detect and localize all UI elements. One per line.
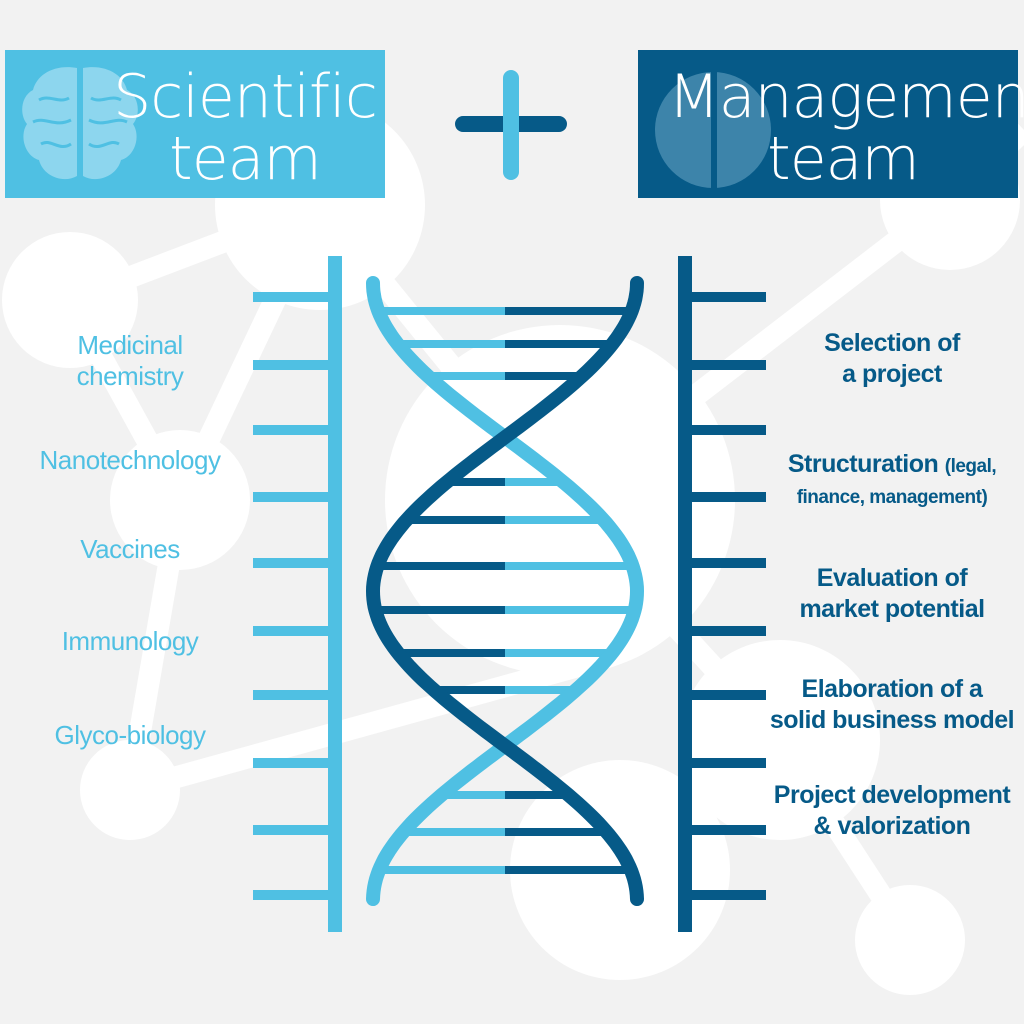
right-item-line: Structuration (legal, xyxy=(752,449,1024,482)
left-item-immunology: Immunology xyxy=(10,626,250,657)
right-ladder-rung xyxy=(686,558,766,568)
right-item-line: a project xyxy=(842,360,942,388)
management-team-header: Management team xyxy=(638,50,1024,198)
left-item-line: Nanotechnology xyxy=(39,445,221,475)
dna-base-pair-right xyxy=(505,516,604,524)
scientific-team-title: Scientific team xyxy=(105,66,385,190)
dna-base-pair-left xyxy=(427,372,505,380)
left-ladder-rung xyxy=(253,558,333,568)
scientific-team-header: Scientific team xyxy=(5,50,385,198)
right-item-elaboration: Elaboration of a solid business model xyxy=(752,674,1024,736)
dna-base-pair-left xyxy=(446,478,505,486)
left-item-line: chemistry xyxy=(76,361,184,391)
leaf-icon xyxy=(648,60,778,190)
structuration-main: Structuration xyxy=(787,450,945,478)
left-ladder-rung xyxy=(253,758,333,768)
left-ladder-rung xyxy=(253,626,333,636)
right-item-line: Evaluation of xyxy=(816,564,968,592)
dna-base-pair-right xyxy=(505,478,564,486)
left-item-line: Vaccines xyxy=(80,534,180,564)
left-item-line: Immunology xyxy=(61,626,199,656)
dna-base-pair-left xyxy=(397,340,505,348)
dna-base-pair-left xyxy=(378,307,505,315)
right-item-line: & valorization xyxy=(813,812,971,840)
dna-base-pair-left xyxy=(379,866,505,874)
left-ladder-rung xyxy=(253,360,333,370)
dna-base-pair-right xyxy=(505,828,607,836)
right-item-evaluation: Evaluation of market potential xyxy=(752,563,1024,625)
right-ladder-rung xyxy=(686,825,766,835)
dna-base-pair-right xyxy=(505,649,612,657)
right-item-line: Selection of xyxy=(824,329,960,357)
left-item-glyco-biology: Glyco-biology xyxy=(10,720,250,751)
right-ladder-rung xyxy=(686,425,766,435)
management-title-line1: Management xyxy=(668,62,1024,132)
right-ladder-rung xyxy=(686,690,766,700)
right-ladder-rung xyxy=(686,492,766,502)
right-ladder-rung xyxy=(686,758,766,768)
right-item-line: Project development xyxy=(773,781,1011,809)
right-item-selection: Selection of a project xyxy=(752,328,1024,390)
scientific-title-line2: team xyxy=(169,124,322,194)
left-item-vaccines: Vaccines xyxy=(10,534,250,565)
brain-icon xyxy=(15,60,145,188)
right-item-line: Elaboration of a xyxy=(801,675,983,703)
dna-base-pair-right xyxy=(505,307,632,315)
right-item-line: finance, management) xyxy=(796,487,988,508)
right-ladder-rung xyxy=(686,890,766,900)
right-ladder-rung xyxy=(686,626,766,636)
right-item-line: solid business model xyxy=(769,706,1015,734)
dna-base-pair-left xyxy=(403,828,505,836)
right-item-structuration: Structuration (legal, finance, managemen… xyxy=(752,449,1024,513)
plus-icon xyxy=(455,70,570,180)
right-item-line: market potential xyxy=(799,595,985,623)
dna-strand-light xyxy=(366,276,645,906)
dna-base-pair-left xyxy=(375,606,505,614)
left-item-nanotechnology: Nanotechnology xyxy=(10,445,250,476)
left-ladder-rung xyxy=(253,425,333,435)
management-title-line2: team xyxy=(767,124,920,194)
dna-base-pair-right xyxy=(505,866,631,874)
dna-base-pair-right xyxy=(505,606,635,614)
left-ladder-rung xyxy=(253,825,333,835)
dna-base-pair-right xyxy=(505,562,633,570)
left-ladder-rung xyxy=(253,690,333,700)
left-ladder-rung xyxy=(253,292,333,302)
right-ladder-rung xyxy=(686,292,766,302)
dna-base-pair-left xyxy=(441,791,505,799)
dna-base-pair-left xyxy=(434,686,505,694)
scientific-title-line1: Scientific xyxy=(113,62,378,132)
dna-base-pair-right xyxy=(505,791,569,799)
dna-base-pair-left xyxy=(377,562,505,570)
left-ladder-rung xyxy=(253,492,333,502)
structuration-note: (legal, xyxy=(944,456,997,477)
dna-base-pair-right xyxy=(505,340,613,348)
right-item-project-development: Project development & valorization xyxy=(752,780,1024,842)
left-item-line: Glyco-biology xyxy=(54,720,206,750)
left-item-line: Medicinal xyxy=(77,330,183,360)
dna-base-pair-left xyxy=(406,516,505,524)
dna-base-pair-right xyxy=(505,686,576,694)
right-ladder-rung xyxy=(686,360,766,370)
dna-strand-dark xyxy=(365,276,644,906)
dna-base-pair-right xyxy=(505,372,583,380)
dna-base-pair-left xyxy=(398,649,505,657)
left-ladder-rung xyxy=(253,890,333,900)
left-item-medicinal-chemistry: Medicinal chemistry xyxy=(10,330,250,392)
management-team-title: Management team xyxy=(668,62,1024,194)
